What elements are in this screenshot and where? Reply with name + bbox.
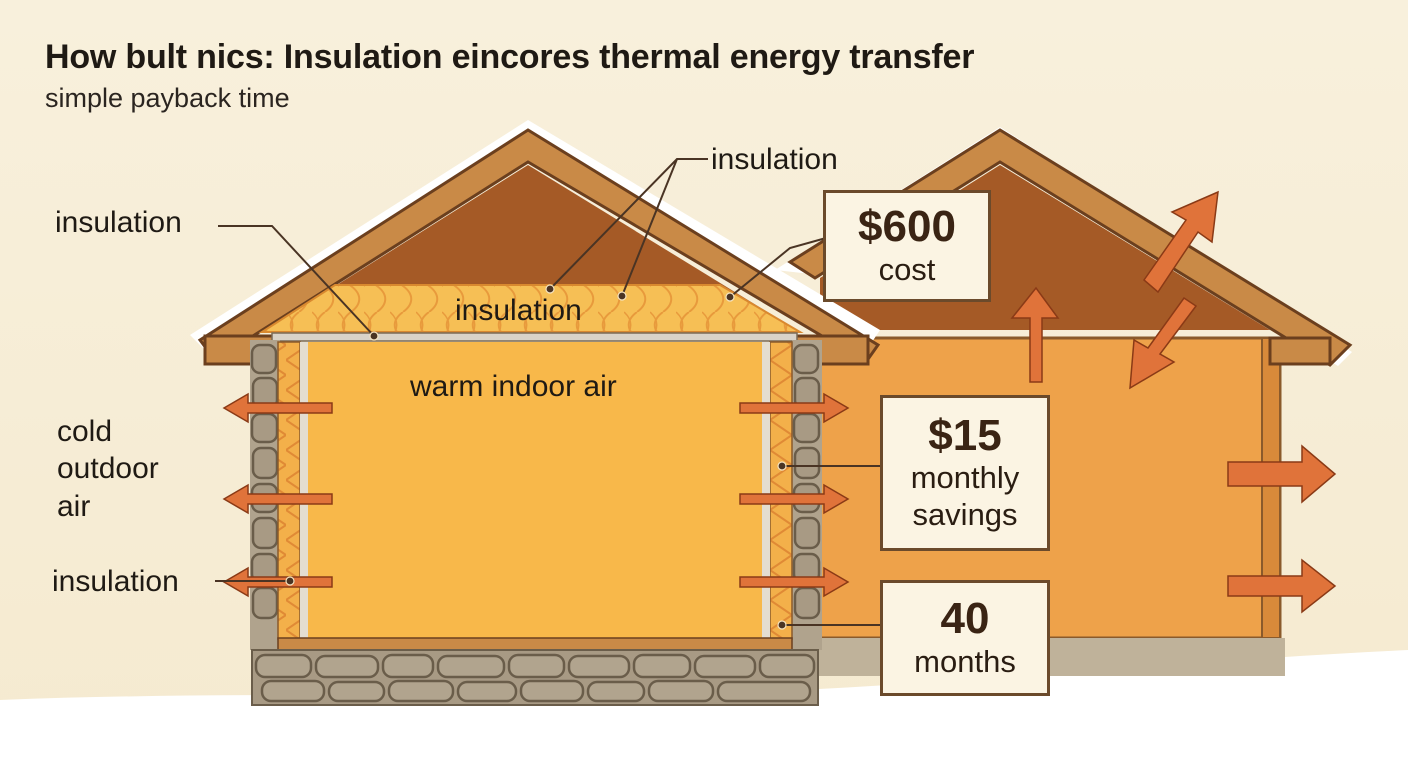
label-insulation-attic: insulation [455, 294, 582, 327]
label-insulation-wall: insulation [52, 565, 179, 598]
label-cold-outdoor-air-3: air [57, 490, 91, 523]
heat-flow-arrow-icon [739, 566, 850, 598]
label-insulation-ceiling: insulation [55, 206, 182, 239]
label-cold-outdoor-air-2: outdoor [57, 452, 159, 485]
heat-flow-arrow-icon [1010, 286, 1060, 383]
heat-flow-arrow-icon [1142, 190, 1219, 294]
payback-value: 40 [940, 594, 990, 644]
cost-card: $600 cost [823, 190, 991, 302]
cost-value: $600 [858, 202, 956, 252]
heat-flow-arrow-icon [1227, 444, 1337, 504]
heat-flow-arrow-icon [739, 483, 850, 515]
monthly-savings-label-2: savings [912, 497, 1018, 533]
payback-label: months [914, 643, 1016, 679]
leader-lines [215, 158, 882, 626]
monthly-savings-value: $15 [928, 410, 1002, 460]
label-insulation-roof: insulation [711, 143, 838, 176]
cost-label: cost [878, 251, 936, 287]
heat-flow-arrows [222, 190, 1337, 614]
monthly-savings-card: $15 monthly savings [880, 395, 1050, 551]
payback-card: 40 months [880, 580, 1050, 696]
heat-flow-arrow-icon [1227, 558, 1337, 614]
label-cold-outdoor-air-1: cold [57, 415, 113, 448]
heat-flow-arrow-icon [739, 392, 850, 424]
heat-flow-arrow-icon [222, 483, 333, 515]
heat-flow-arrow-icon [1129, 296, 1198, 390]
monthly-savings-label-1: monthly [910, 459, 1020, 495]
label-warm-indoor-air: warm indoor air [410, 370, 617, 403]
page-title: How bult nics: Insulation eincores therm… [45, 38, 975, 76]
page-subtitle: simple payback time [45, 83, 290, 113]
heat-flow-arrow-icon [222, 392, 333, 424]
